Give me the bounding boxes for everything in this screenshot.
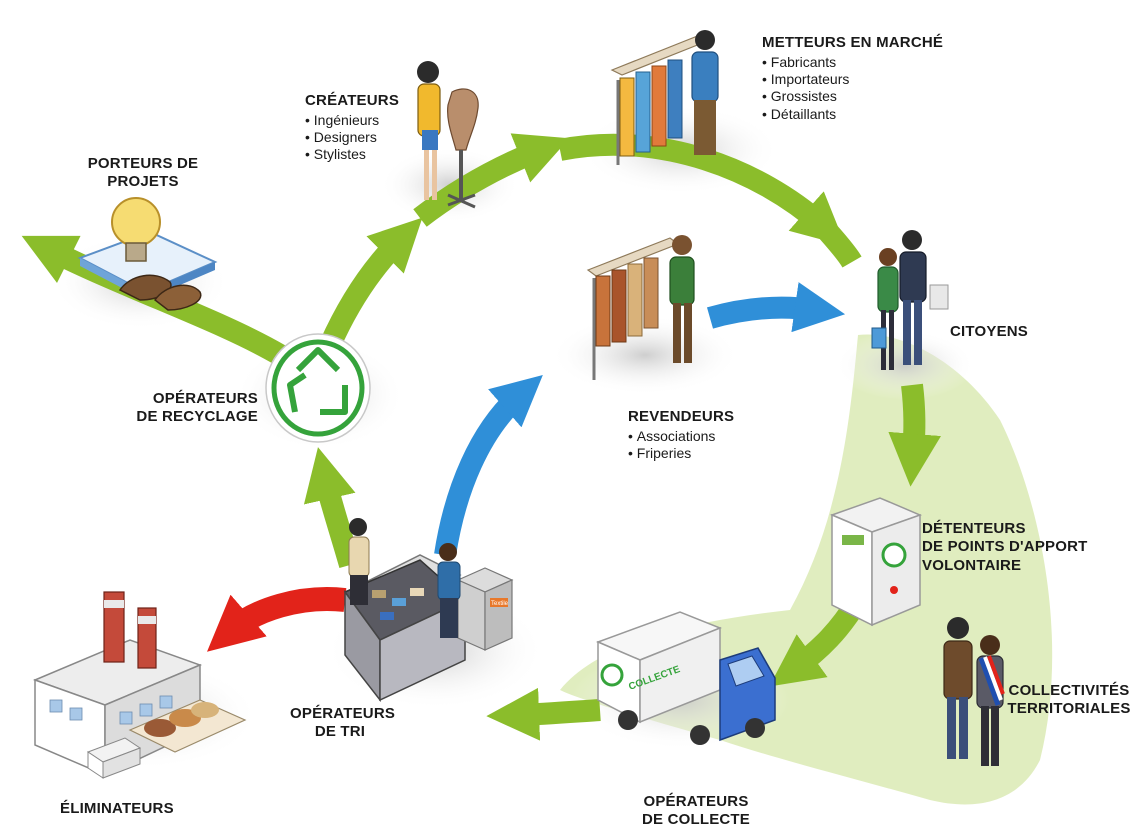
collectivites-title-line2: TERRITORIALES	[1007, 700, 1131, 718]
textile-bin-label: Textile	[491, 601, 509, 607]
metteurs-item: Fabricants	[762, 54, 962, 71]
collection-truck: COLLECTE	[595, 611, 776, 745]
label-eliminateurs: ÉLIMINATEURS	[60, 800, 174, 818]
label-detenteurs: DÉTENTEURS DE POINTS D'APPORT VOLONTAIRE	[922, 520, 1112, 575]
label-recyclage: OPÉRATEURS DE RECYCLAGE	[128, 390, 258, 427]
recyclage-title-line1: OPÉRATEURS	[152, 390, 258, 407]
man-shopper-icon	[899, 230, 949, 365]
label-porteurs: PORTEURS DE PROJETS	[78, 155, 208, 192]
sorting-worker-1-icon	[348, 518, 370, 605]
factory-illustration	[32, 591, 247, 779]
createurs-item: Designers	[305, 129, 415, 146]
sorting-worker-2-icon	[437, 543, 461, 638]
eliminateurs-title: ÉLIMINATEURS	[60, 800, 174, 817]
metteurs-item: Détaillants	[762, 106, 962, 123]
collecte-title-line2: DE COLLECTE	[641, 811, 751, 829]
detenteurs-title-line2: DE POINTS D'APPORT	[922, 538, 1088, 556]
arrow-tri-to-eliminateurs	[206, 587, 347, 652]
sorting-station: Textile	[343, 518, 514, 703]
chimney-icon	[103, 591, 157, 669]
revendeurs-title: REVENDEURS	[628, 408, 735, 425]
arrow-citoyens-in	[813, 217, 862, 268]
seller-person-icon	[691, 30, 719, 155]
revendeurs-item: Associations	[628, 428, 768, 445]
metteurs-item: Importateurs	[762, 71, 962, 88]
arrow-collecte-to-tri	[486, 687, 601, 741]
collecte-title-line1: OPÉRATEURS	[643, 793, 749, 810]
arrow-tri-to-revendeurs	[434, 374, 543, 557]
mayor-with-sash-icon	[976, 635, 1005, 766]
label-metteurs: METTEURS EN MARCHÉ Fabricants Importateu…	[762, 34, 962, 123]
metteurs-illustration	[610, 30, 719, 165]
lightbulb-icon	[111, 197, 161, 262]
arrow-citoyens-to-detenteurs	[888, 383, 941, 487]
clothing-rack-icon	[610, 34, 712, 165]
detenteurs-title-line1: DÉTENTEURS	[922, 520, 1026, 537]
reseller-person-icon	[669, 235, 695, 363]
citoyens-illustration	[871, 230, 949, 370]
createurs-illustration	[417, 61, 479, 209]
revendeurs-illustration	[586, 235, 695, 380]
porteurs-illustration	[77, 197, 218, 311]
label-citoyens: CITOYENS	[950, 323, 1028, 341]
arrow-recyclage-to-createurs	[319, 217, 423, 350]
citoyens-title: CITOYENS	[950, 323, 1029, 340]
collectivites-title-line1: COLLECTIVITÉS	[1008, 682, 1130, 699]
textile-bin-icon: Textile	[456, 567, 514, 651]
woman-shopper-icon	[871, 248, 899, 370]
metteurs-title: METTEURS EN MARCHÉ	[762, 34, 944, 51]
tri-title-line1: OPÉRATEURS	[290, 705, 396, 722]
mannequin-icon	[447, 88, 479, 209]
label-revendeurs: REVENDEURS Associations Friperies	[628, 408, 768, 462]
label-collectivites: COLLECTIVITÉS TERRITORIALES	[1004, 682, 1134, 719]
arrow-createurs-to-metteurs	[413, 133, 570, 227]
label-createurs: CRÉATEURS Ingénieurs Designers Stylistes	[305, 92, 415, 164]
sorted-clothes	[372, 588, 424, 620]
createurs-item: Ingénieurs	[305, 112, 415, 129]
male-official-icon	[943, 617, 973, 759]
metteurs-item: Grossistes	[762, 88, 962, 105]
small-truck-icon	[86, 737, 142, 779]
windows	[49, 695, 173, 725]
porteurs-title-line1: PORTEURS DE	[87, 155, 199, 172]
label-collecte: OPÉRATEURS DE COLLECTE	[636, 793, 756, 830]
tri-title-line2: DE TRI	[314, 723, 366, 741]
createurs-item: Stylistes	[305, 146, 415, 163]
porteurs-title-line2: PROJETS	[107, 173, 179, 191]
arrow-revendeurs-to-citoyens	[706, 282, 846, 333]
recycling-symbol	[265, 333, 371, 443]
shoes-icon	[118, 274, 202, 311]
revendeurs-item: Friperies	[628, 445, 768, 462]
donation-bin-icon	[829, 497, 923, 627]
label-tri: OPÉRATEURS DE TRI	[290, 705, 396, 742]
arrow-metteurs-to-citoyens	[557, 133, 846, 247]
blue-flow-arrows	[434, 282, 846, 557]
createurs-title: CRÉATEURS	[305, 92, 400, 109]
recyclage-title-line2: DE RECYCLAGE	[136, 408, 258, 426]
detenteurs-title-line3: VOLONTAIRE	[922, 556, 1022, 574]
arrow-tri-to-recyclage	[303, 447, 361, 569]
recycle-icon	[287, 347, 348, 415]
designer-person-icon	[417, 61, 441, 200]
collectivites-illustration	[943, 617, 1005, 766]
waste-yard	[128, 699, 247, 753]
